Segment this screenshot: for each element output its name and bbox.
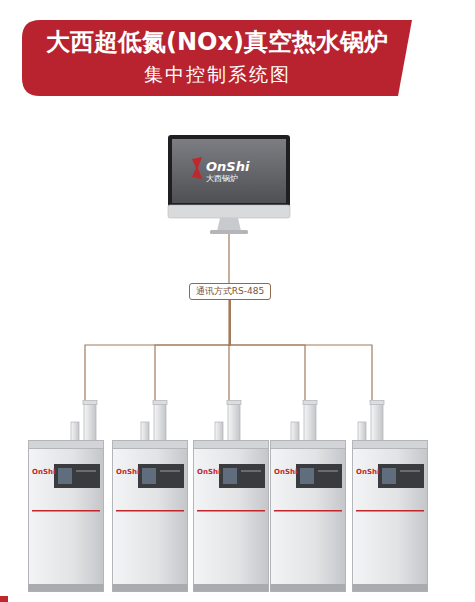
rs485-wire	[155, 300, 230, 400]
logo-text: OnShi	[32, 468, 55, 476]
monitor-node: OnShi大西锅炉	[168, 135, 290, 234]
diagram-title: 大西超低氮(NOx)真空热水锅炉	[22, 28, 412, 56]
boiler-node: OnShi	[352, 400, 428, 592]
corner-bar	[0, 596, 8, 602]
boiler-node: OnShi	[193, 400, 269, 592]
protocol-text: 通讯方式RS-485	[196, 286, 264, 297]
logo-text: OnShi	[116, 468, 139, 476]
boiler-node: OnShi	[28, 400, 104, 592]
screen-text-area: OnShi大西锅炉	[206, 139, 282, 203]
panel-text-area: OnShi	[274, 468, 297, 476]
subtitle-text: 集中控制系统图	[22, 62, 412, 86]
logo-text: 大西锅炉	[206, 174, 238, 184]
protocol-tag: 通讯方式RS-485	[189, 283, 271, 300]
panel-text-area: OnShi	[116, 468, 139, 476]
rs485-wire	[230, 300, 305, 400]
monitor-drawing	[168, 135, 290, 234]
panel-text-area: OnShi	[32, 468, 55, 476]
boiler-node: OnShi	[112, 400, 188, 592]
rs485-wire	[85, 300, 230, 400]
logo-text: OnShi	[274, 468, 297, 476]
logo-text: OnShi	[206, 159, 249, 174]
logo-text: OnShi	[197, 468, 220, 476]
title-banner	[22, 20, 412, 96]
rs485-wire	[230, 300, 372, 400]
boiler-node: OnShi	[270, 400, 346, 592]
logo-text: OnShi	[356, 468, 379, 476]
panel-text-area: OnShi	[197, 468, 220, 476]
panel-text-area: OnShi	[356, 468, 379, 476]
